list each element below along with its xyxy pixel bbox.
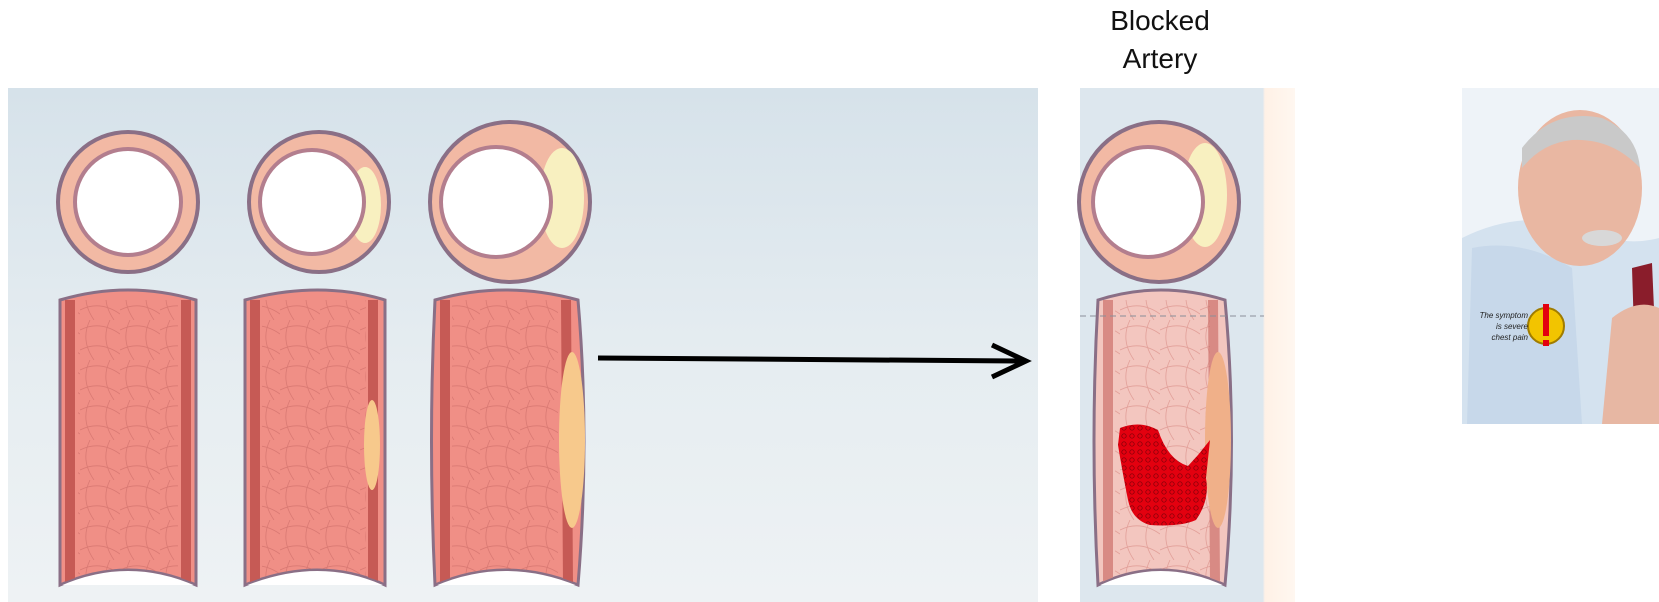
artery-healthy (58, 132, 198, 585)
right-arrow-icon (598, 345, 1026, 377)
chest-pain-photo (1462, 88, 1659, 424)
man-chest-pain-illustration (1462, 88, 1659, 424)
artery-mild-plaque (245, 132, 389, 585)
caption-line-3: chest pain (1466, 332, 1528, 343)
caption-line-2: is severe (1466, 321, 1528, 332)
photo-caption: The symptom is severe chest pain (1466, 310, 1528, 343)
warning-exclamation-icon (1526, 298, 1566, 354)
artery-moderate-plaque (430, 122, 590, 585)
caption-line-1: The symptom (1466, 310, 1528, 321)
